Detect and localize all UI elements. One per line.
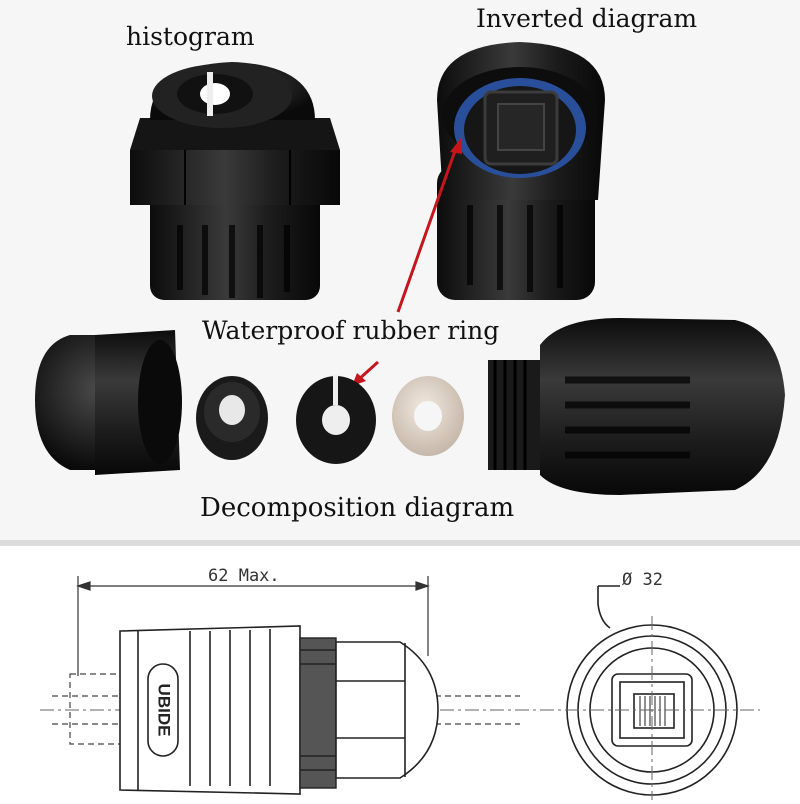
connector-assembled: [130, 62, 340, 300]
label-histogram: histogram: [126, 22, 255, 51]
dimension-drawing: UBIDE: [40, 576, 760, 800]
diameter-dimension-label: Ø 32: [622, 570, 663, 590]
main-body-part: [488, 318, 785, 495]
brand-label: UBIDE: [155, 684, 174, 737]
product-photo: histogram Inverted diagram Waterproof ru…: [35, 4, 785, 523]
washer-part: [392, 376, 464, 456]
section-divider: [0, 540, 800, 546]
clamp-insert-part: [196, 376, 268, 460]
label-inverted-diagram: Inverted diagram: [476, 4, 698, 33]
technical-drawing: UBIDE: [0, 546, 800, 800]
connector-photo-illustration: [35, 42, 785, 495]
label-rubber-ring: Waterproof rubber ring: [202, 316, 500, 345]
connector-inverted: [437, 42, 605, 300]
length-dimension-label: 62 Max.: [208, 566, 280, 586]
dome-cap-part: [35, 330, 182, 475]
label-decomposition-diagram: Decomposition diagram: [200, 493, 515, 523]
rubber-ring-part: [296, 375, 376, 464]
pointer-arrow: [352, 138, 462, 386]
